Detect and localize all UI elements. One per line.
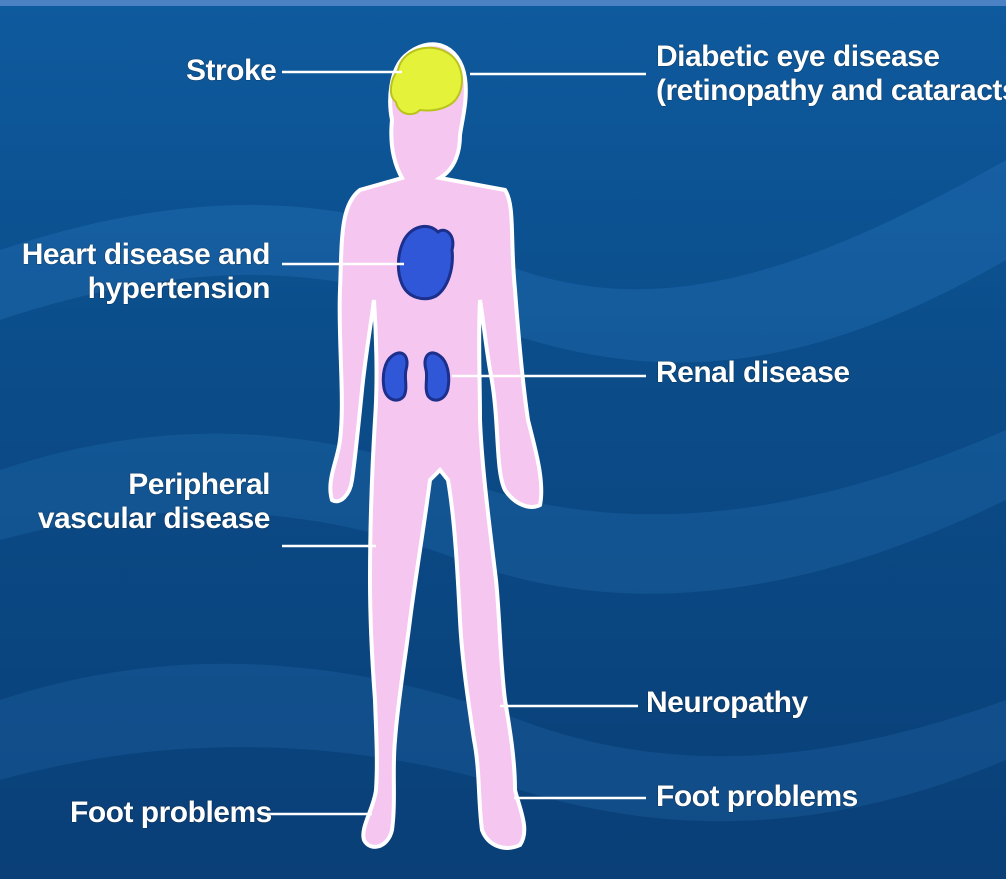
label-heart-line1: Heart disease and: [22, 238, 270, 272]
label-foot-problems-right: Foot problems: [656, 780, 858, 814]
label-renal-disease: Renal disease: [656, 356, 850, 390]
label-heart-line2: hypertension: [22, 272, 270, 306]
label-eye-line1: Diabetic eye disease: [656, 40, 1006, 74]
label-eye-line2: (retinopathy and cataracts): [656, 74, 1006, 108]
label-foot-problems-left: Foot problems: [70, 796, 272, 830]
body-silhouette: [330, 44, 541, 848]
label-stroke: Stroke: [186, 54, 276, 88]
label-neuropathy: Neuropathy: [646, 686, 808, 720]
label-diabetic-eye-disease: Diabetic eye disease (retinopathy and ca…: [656, 40, 1006, 108]
heart-icon: [398, 226, 453, 298]
label-peripheral-vascular-disease: Peripheral vascular disease: [38, 468, 270, 536]
left-kidney-icon: [383, 353, 407, 400]
label-heart-disease: Heart disease and hypertension: [22, 238, 270, 306]
label-pvd-line2: vascular disease: [38, 502, 270, 536]
label-pvd-line1: Peripheral: [38, 468, 270, 502]
right-kidney-icon: [425, 353, 449, 400]
